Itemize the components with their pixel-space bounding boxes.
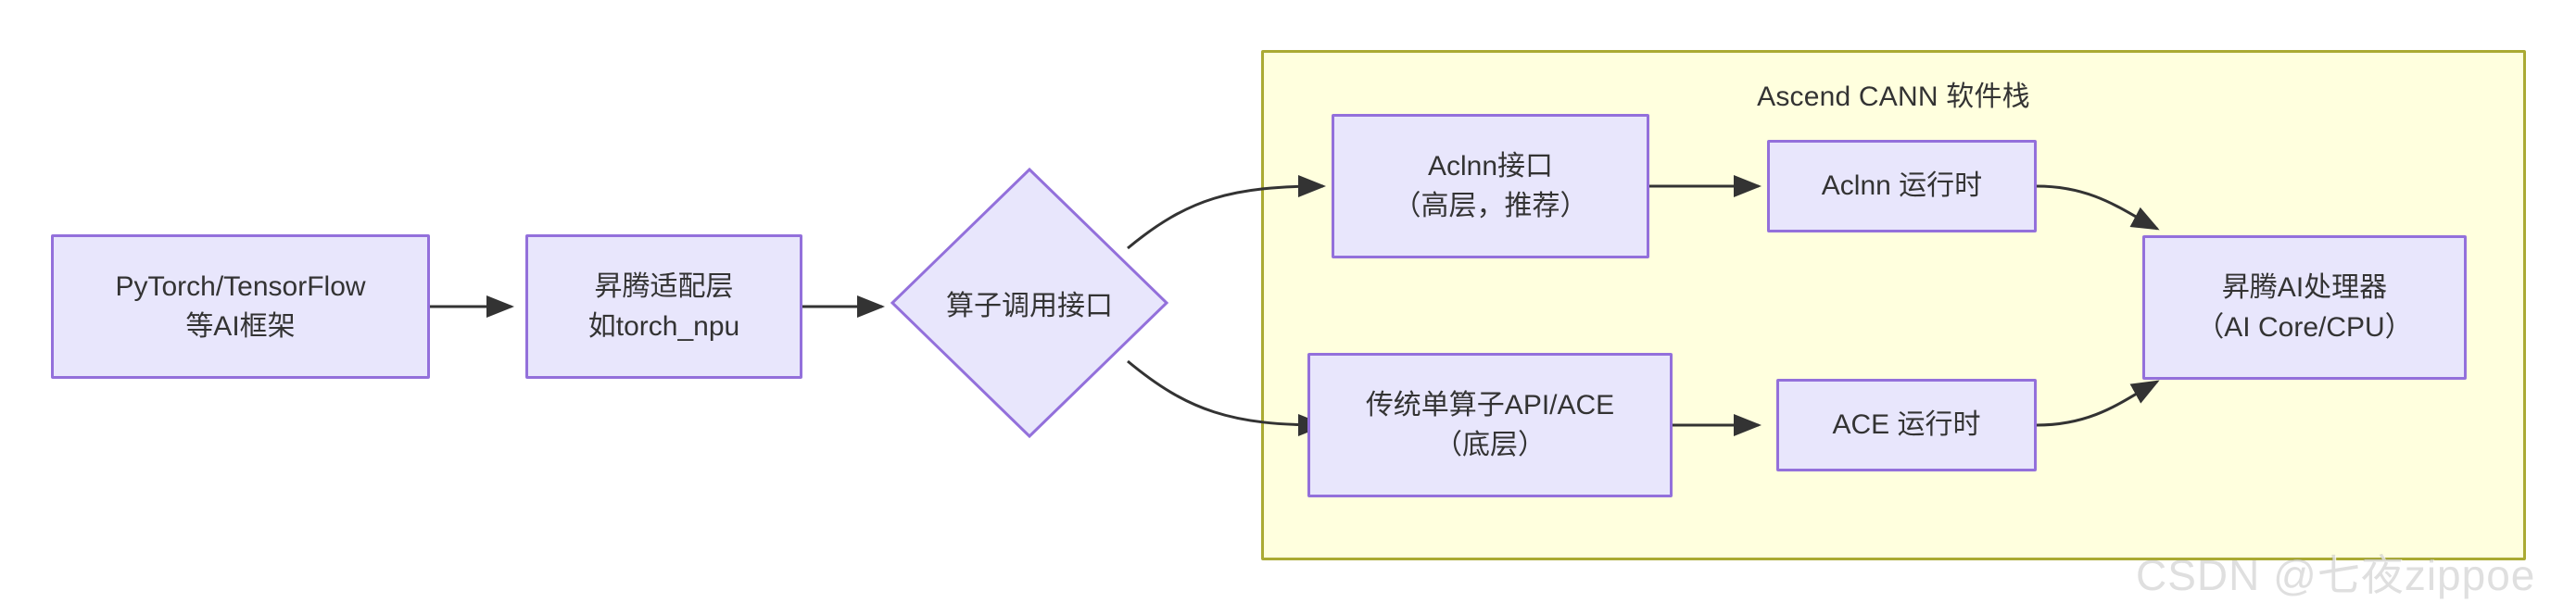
group-title: Ascend CANN 软件栈 (1757, 82, 2030, 112)
node-framework[interactable]: PyTorch/TensorFlow 等AI框架 (51, 234, 430, 379)
node-aclnn-runtime[interactable]: Aclnn 运行时 (1767, 140, 2037, 232)
node-ace-api-line1: 传统单算子API/ACE (1365, 389, 1615, 420)
node-ace-runtime-label: ACE 运行时 (1832, 409, 1981, 441)
node-processor-line1: 昇腾AI处理器 (2221, 271, 2388, 303)
node-framework-line2: 等AI框架 (185, 311, 296, 342)
node-aclnn-api-line1: Aclnn接口 (1427, 150, 1554, 182)
node-aclnn-api-line2: （高层，推荐） (1393, 191, 1588, 221)
node-aclnn-runtime-label: Aclnn 运行时 (1821, 170, 1983, 202)
node-dispatch[interactable]: 算子调用接口 (890, 167, 1169, 439)
node-adapter-line2: 如torch_npu (587, 311, 740, 342)
node-processor[interactable]: 昇腾AI处理器 （AI Core/CPU） (2142, 235, 2467, 380)
node-framework-line1: PyTorch/TensorFlow (115, 270, 366, 302)
diamond-shape (890, 167, 1169, 439)
node-adapter[interactable]: 昇腾适配层 如torch_npu (525, 234, 802, 379)
node-dispatch-label: 算子调用接口 (946, 291, 1113, 321)
node-processor-line2: （AI Core/CPU） (2196, 312, 2413, 343)
node-aclnn-api[interactable]: Aclnn接口 （高层，推荐） (1332, 114, 1649, 258)
node-adapter-line1: 昇腾适配层 (594, 270, 734, 302)
node-ace-api[interactable]: 传统单算子API/ACE （底层） (1307, 353, 1673, 497)
node-ace-api-line2: （底层） (1434, 430, 1546, 460)
node-ace-runtime[interactable]: ACE 运行时 (1776, 379, 2037, 471)
